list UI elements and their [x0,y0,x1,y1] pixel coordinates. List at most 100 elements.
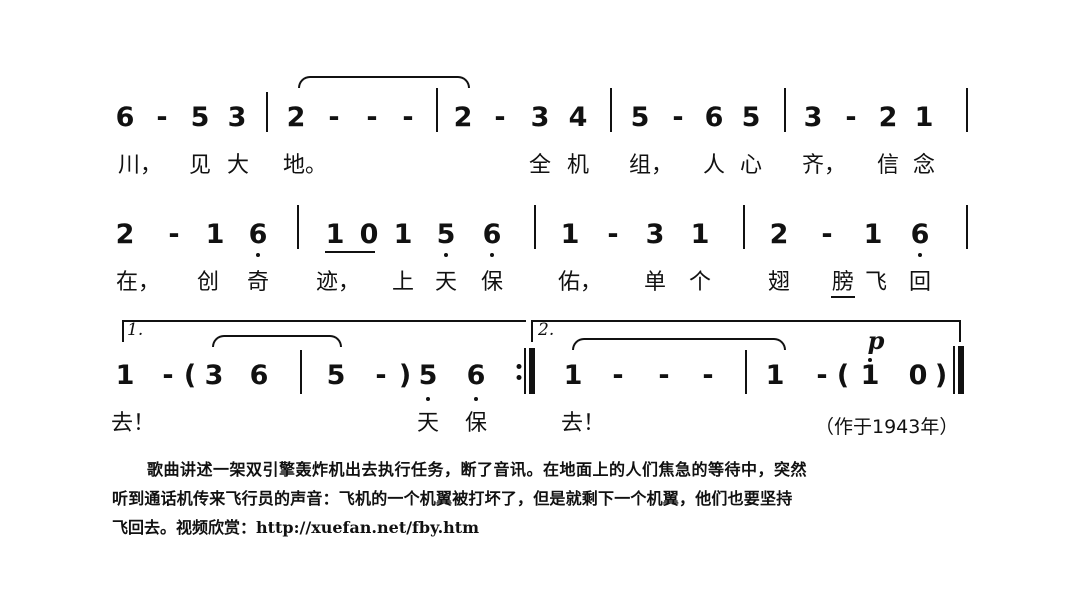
note-dash: - [821,219,833,250]
lyric: 迹， [315,270,361,295]
barline [297,205,299,249]
lyric: 见 [188,153,212,178]
barline [266,92,268,132]
lyric: 川， [117,153,163,178]
note: 6 [704,102,724,133]
paren-close: ) [398,360,412,391]
barline [743,205,745,249]
note: 2 [769,219,789,250]
barline [784,88,786,132]
lyric: 地。 [282,153,328,178]
description-line: 飞回去。视频欣赏：http://xuefan.net/fby.htm [112,518,480,537]
lyric: 在， [115,270,161,295]
lyric: 天 [434,270,458,295]
note: 3 [204,360,224,391]
composition-date: （作于1943年） [815,416,959,438]
note-dash: - [658,360,670,391]
note: 5 [190,102,210,133]
low-octave-dot [918,253,922,257]
note: 1 [690,219,710,250]
note: 1 [205,219,225,250]
note: 6 [248,219,268,250]
paren-open: ( [836,360,850,391]
note: 1 [325,219,345,250]
note: 1 [115,360,135,391]
note-dash: - [375,360,387,391]
final-thick-barline [958,346,964,394]
note: 5 [436,219,456,250]
barline [610,88,612,132]
repeat-dot [516,364,522,369]
volta-label-1: 1. [127,320,144,340]
note: 5 [418,360,438,391]
barline [436,88,438,132]
note: 1 [563,360,583,391]
note: 3 [645,219,665,250]
slur [212,335,342,347]
note: 2 [878,102,898,133]
note-dash: - [168,219,180,250]
note-dash: - [612,360,624,391]
note: 0 [908,360,928,391]
lyric: 念 [912,153,936,178]
paren-open: ( [183,360,197,391]
volta-tick [122,320,124,342]
volta-bracket-1 [122,320,526,322]
lyric: 膀 [831,270,855,295]
note: 2 [115,219,135,250]
barline [745,350,747,394]
lyric: 齐， [801,153,847,178]
eighth-underline [325,251,375,253]
note: 5 [630,102,650,133]
note-dash: - [816,360,828,391]
note: 4 [568,102,588,133]
note: 2 [286,102,306,133]
note: 1 [560,219,580,250]
lyric: 信 [876,153,900,178]
lyric: 去！ [110,411,156,436]
low-octave-dot [490,253,494,257]
note: 1 [914,102,934,133]
note: 6 [482,219,502,250]
note: 1 [863,219,883,250]
low-octave-dot [444,253,448,257]
note: 6 [249,360,269,391]
note: 1 [393,219,413,250]
low-octave-dot [256,253,260,257]
volta-bracket-2 [531,320,961,322]
barline [300,350,302,394]
lyric: 飞 [864,270,888,295]
note-dash: - [402,102,414,133]
note: 2 [453,102,473,133]
lyric-underline [831,296,855,298]
note-dash: - [494,102,506,133]
song-description: 歌曲讲述一架双引擎轰炸机出去执行任务，断了音讯。在地面上的人们焦急的等待中，突然… [112,455,972,542]
low-octave-dot [426,397,430,401]
note-dash: - [366,102,378,133]
high-octave-dot [868,358,872,362]
note-dash: - [702,360,714,391]
note: 3 [530,102,550,133]
barline [966,205,968,249]
dynamic-piano: p [867,326,885,355]
repeat-thin-barline [524,348,526,394]
lyric: 个 [688,270,712,295]
lyric: 全 [528,153,552,178]
note-dash: - [162,360,174,391]
lyric: 创 [196,270,220,295]
barline [534,205,536,249]
lyric: 回 [908,270,932,295]
note-dash: - [607,219,619,250]
note: 5 [326,360,346,391]
note-high-1: 1 [860,360,880,391]
slur [298,76,470,88]
note-dash: - [672,102,684,133]
lyric: 天 [416,411,440,436]
note: 5 [741,102,761,133]
description-line: 歌曲讲述一架双引擎轰炸机出去执行任务，断了音讯。在地面上的人们焦急的等待中，突然 [147,460,808,479]
lyric: 机 [566,153,590,178]
lyric: 佑， [557,270,603,295]
paren-close: ) [934,360,948,391]
final-thin-barline [953,346,955,394]
volta-tick [531,320,533,342]
